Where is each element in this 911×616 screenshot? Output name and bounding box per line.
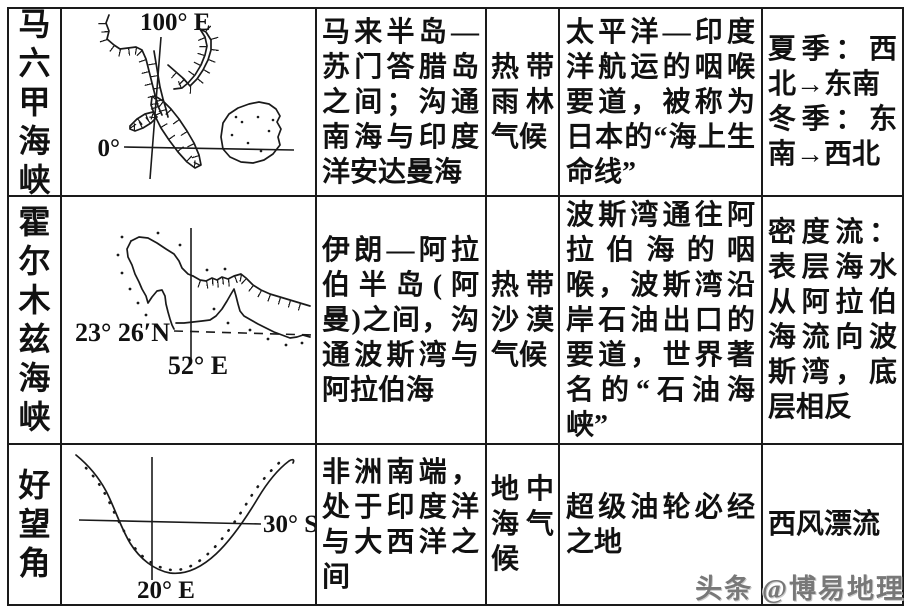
iran-coastline-west (130, 236, 194, 277)
importance-cell-good-hope: 超级油轮必经之地 (560, 445, 763, 604)
location-cell-hormuz: 伊朗—阿拉伯半岛(阿曼)之间，沟通波斯湾与阿拉伯海 (317, 197, 487, 445)
current-cell-malacca: 夏季：西北→东南 冬季：东南→西北 (763, 9, 902, 197)
current-cell-hormuz: 密度流：表层海水从阿拉伯海流向波斯湾，底层相反 (763, 197, 902, 445)
map-lat-label: 30° S (263, 511, 315, 538)
africa-south-coastline (75, 454, 295, 575)
gulf-coastline-inner (173, 28, 208, 90)
strait-name-cell-hormuz: 霍尔木兹海峡 (9, 197, 62, 445)
map-cell-malacca: 100° E 0° (62, 9, 317, 197)
location-cell-malacca: 马来半岛—苏门答腊岛之间；沟通南海与印度洋安达曼海 (317, 9, 487, 197)
straits-table: 马六甲海峡 100° E 0° (7, 7, 904, 606)
tropic-dashed-line (173, 330, 313, 336)
map-lon-label: 20° E (137, 577, 195, 603)
gulf-west-coastline (126, 240, 175, 330)
strait-name-cell-malacca: 马六甲海峡 (9, 9, 62, 197)
small-island-coastline (129, 111, 158, 132)
map-cell-hormuz: 23° 26′N 52° E (62, 197, 317, 445)
borneo-coastline (220, 101, 282, 164)
offshore-dotted-line (84, 460, 282, 572)
location-text: 非洲南端，处于印度洋与大西洋之间 (322, 456, 479, 593)
importance-text: 波斯湾通往阿拉伯海的咽喉，波斯湾沿岸石油出口的要道，世界著名的“石油海峡” (566, 199, 755, 441)
climate-text: 热带雨林气候 (491, 51, 554, 153)
current-line-winter: 冬季：东南→西北 (768, 104, 897, 170)
map-lat-label: 23° 26′N (75, 318, 170, 347)
good-hope-map: 30° S 20° E (75, 454, 315, 603)
iran-coastline-east (192, 273, 311, 306)
location-text: 马来半岛—苏门答腊岛之间；沟通南海与印度洋安达曼海 (322, 16, 479, 188)
importance-text: 超级油轮必经之地 (566, 491, 755, 558)
hormuz-map: 23° 26′N 52° E (75, 228, 313, 380)
map-lat-label: 0° (98, 135, 121, 162)
climate-cell-hormuz: 热带沙漠气候 (487, 197, 560, 445)
current-line-summer: 夏季：西北→东南 (768, 34, 897, 100)
importance-text: 太平洋—印度洋航运的咽喉要道，被称为日本的“海上生命线” (566, 16, 755, 188)
location-cell-good-hope: 非洲南端，处于印度洋与大西洋之间 (317, 445, 487, 604)
borneo-dot-texture (230, 115, 275, 153)
parallel-line (78, 519, 262, 525)
map-lon-label: 100° E (140, 9, 210, 36)
importance-cell-malacca: 太平洋—印度洋航运的咽喉要道，被称为日本的“海上生命线” (560, 9, 763, 197)
climate-text: 热带沙漠气候 (491, 269, 554, 371)
strait-name-cell-good-hope: 好望角 (9, 445, 62, 604)
importance-cell-hormuz: 波斯湾通往阿拉伯海的咽喉，波斯湾沿岸石油出口的要道，世界著名的“石油海峡” (560, 197, 763, 445)
strait-name: 马六甲海峡 (18, 9, 51, 197)
watermark: 头条 @博易地理 (695, 574, 905, 604)
strait-name: 霍尔木兹海峡 (18, 204, 51, 435)
current-line: 密度流：表层海水从阿拉伯海流向波斯湾，底层相反 (768, 217, 897, 423)
coast-dot-texture (116, 231, 304, 347)
current-cell-good-hope: 西风漂流 (763, 445, 902, 604)
current-line: 西风漂流 (768, 509, 881, 540)
map-lon-label: 52° E (168, 351, 228, 380)
oman-peninsula-coastline (175, 288, 311, 339)
location-text: 伊朗—阿拉伯半岛(阿曼)之间，沟通波斯湾与阿拉伯海 (322, 234, 479, 406)
map-cell-good-hope: 30° S 20° E (62, 445, 317, 604)
malacca-map: 100° E 0° (98, 9, 295, 180)
climate-text: 地中海气候 (491, 474, 554, 575)
climate-cell-good-hope: 地中海气候 (487, 445, 560, 604)
equator-line (123, 146, 295, 151)
climate-cell-malacca: 热带雨林气候 (487, 9, 560, 197)
strait-name: 好望角 (18, 467, 51, 581)
